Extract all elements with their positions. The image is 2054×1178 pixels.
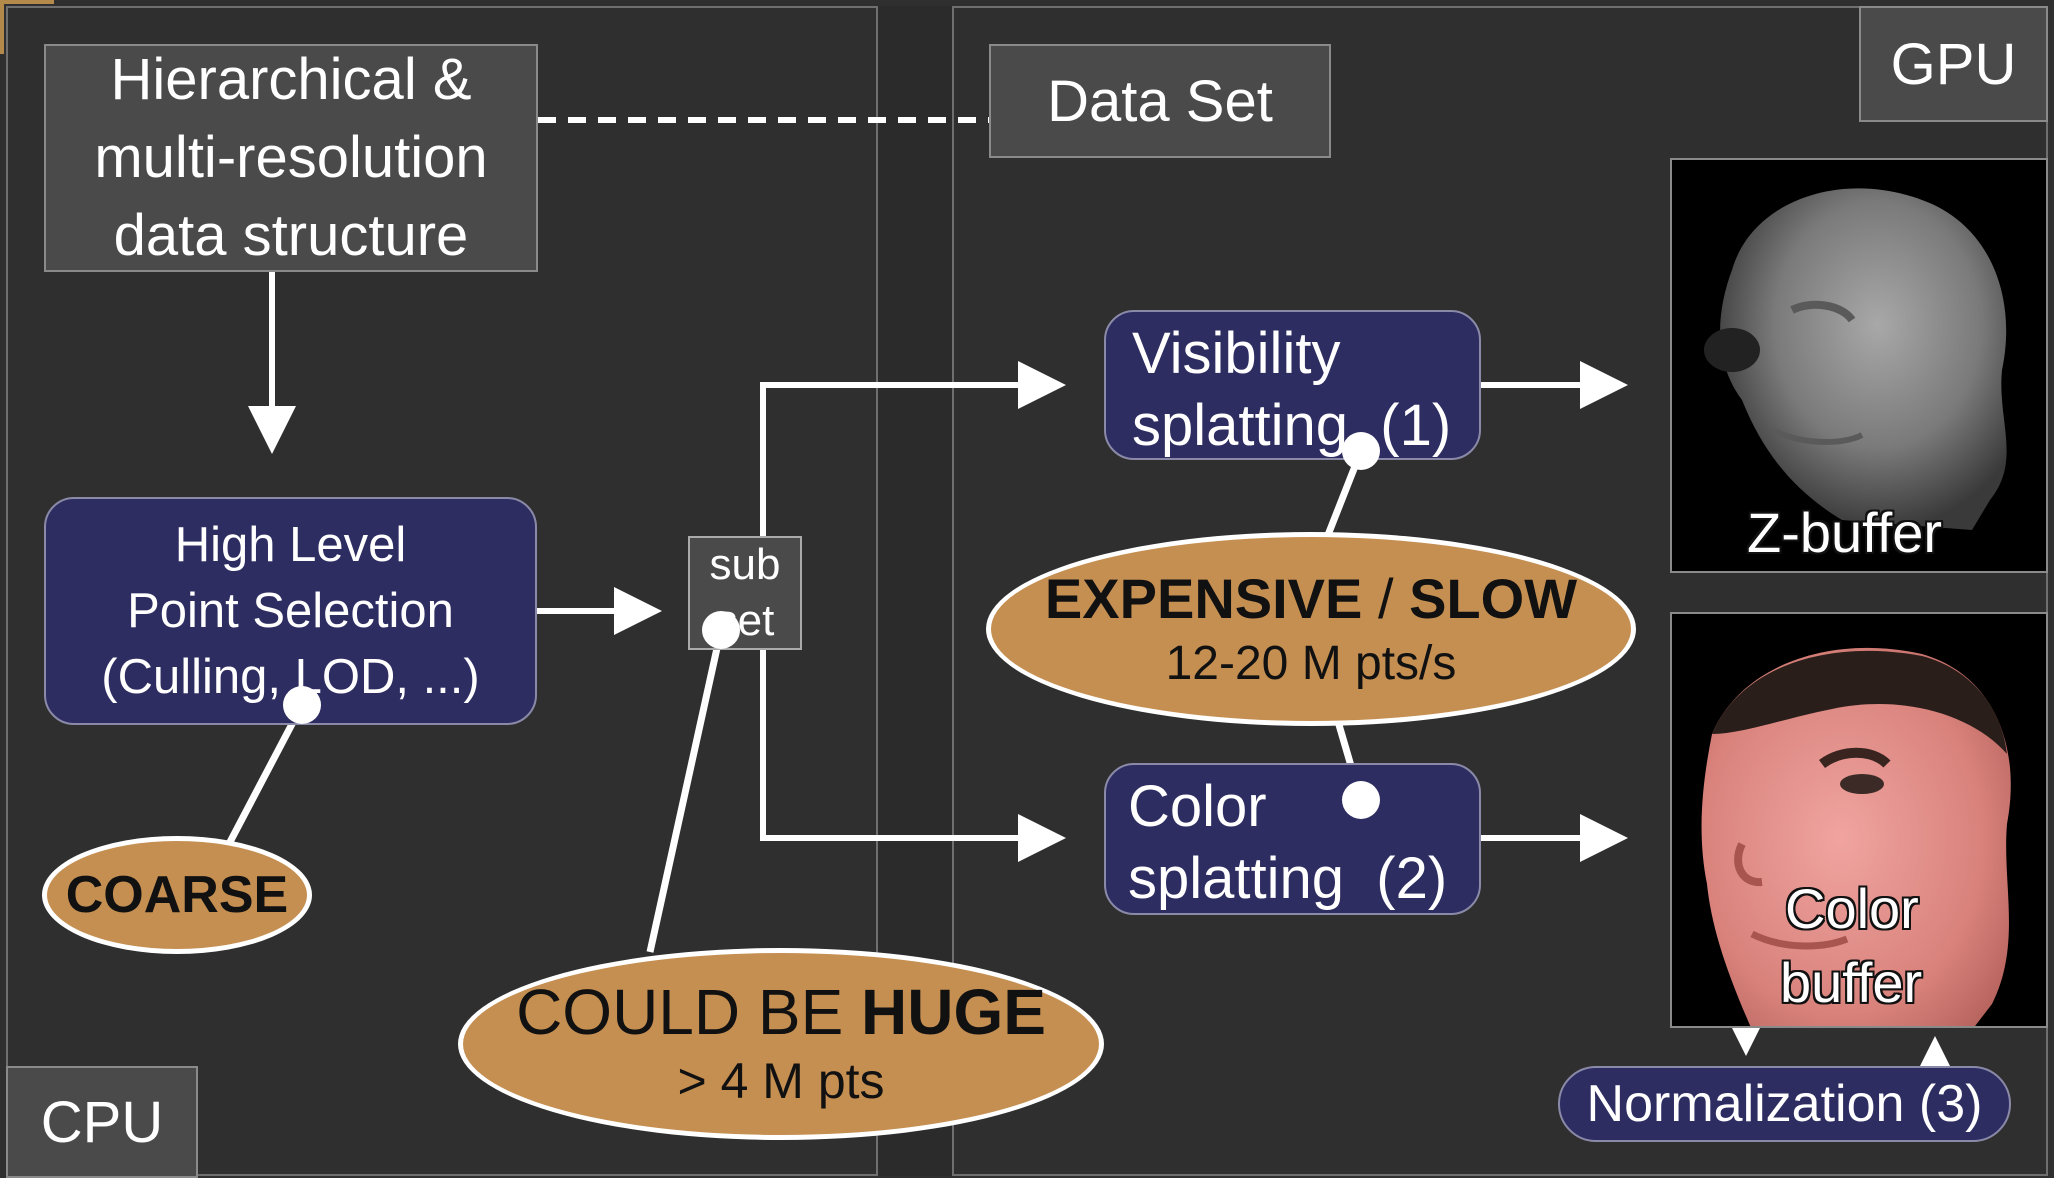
- data-set-box: Data Set: [989, 44, 1331, 158]
- expensive-subtitle: 12-20 M pts/s: [1165, 637, 1457, 690]
- color-head-image: [1701, 648, 2011, 1026]
- expensive-title: EXPENSIVE / SLOW: [1045, 564, 1577, 634]
- callout-dot-huge: [702, 611, 740, 649]
- callout-huge-line: [646, 629, 725, 953]
- arrow-subset-to-color: [760, 650, 1066, 862]
- coarse-label: COARSE: [65, 866, 289, 924]
- expensive-title-separator: /: [1362, 567, 1410, 630]
- corner-mark: [0, 0, 54, 54]
- color-splatting-box: Color splatting (2): [1104, 763, 1481, 915]
- data-structure-box: Hierarchical & multi-resolution data str…: [44, 44, 538, 272]
- normalization-box: Normalization (3): [1558, 1066, 2011, 1142]
- color-buffer-line-1: Color: [1785, 877, 1919, 940]
- callout-coarse-line: [226, 703, 306, 844]
- visibility-line-1: Visibility: [1132, 321, 1341, 386]
- huge-title: COULD BE HUGE: [516, 975, 1046, 1049]
- expensive-title-bold-1: EXPENSIVE: [1044, 567, 1363, 630]
- point-selection-box: High Level Point Selection (Culling, LOD…: [44, 497, 537, 725]
- callout-dot-color: [1342, 781, 1380, 819]
- depth-head-image: [1704, 188, 2007, 530]
- data-structure-line-3: data structure: [113, 203, 469, 268]
- cpu-label-box: CPU: [6, 1066, 198, 1178]
- z-buffer-label: Z-buffer: [1747, 501, 1943, 564]
- color-line-1: Color: [1128, 774, 1267, 839]
- arrow-subset-to-visibility: [760, 361, 1066, 536]
- cpu-label: CPU: [40, 1089, 164, 1155]
- point-selection-line-1: High Level: [174, 518, 407, 572]
- point-selection-line-2: Point Selection: [127, 584, 454, 638]
- subset-line-1: sub: [709, 540, 781, 589]
- huge-subtitle: > 4 M pts: [677, 1053, 885, 1109]
- z-buffer-panel: Z-buffer: [1670, 158, 2048, 573]
- huge-title-plain: COULD BE: [516, 976, 862, 1048]
- callout-dot-visibility: [1342, 432, 1380, 470]
- data-structure-line-1: Hierarchical &: [110, 47, 472, 112]
- color-buffer-panel: Color buffer: [1670, 612, 2048, 1028]
- huge-title-bold: HUGE: [861, 976, 1046, 1048]
- expensive-title-bold-2: SLOW: [1409, 567, 1578, 630]
- huge-oval: COULD BE HUGE > 4 M pts: [458, 948, 1104, 1140]
- callout-dot-coarse: [283, 686, 321, 724]
- gpu-label-box: GPU: [1859, 6, 2048, 122]
- coarse-oval: COARSE: [42, 836, 312, 954]
- data-set-label: Data Set: [1047, 68, 1273, 134]
- color-line-2: splatting (2): [1128, 846, 1448, 911]
- visibility-splatting-box: Visibility splatting (1): [1104, 310, 1481, 460]
- visibility-line-2: splatting (1): [1132, 393, 1452, 458]
- normalization-label: Normalization (3): [1586, 1075, 1983, 1133]
- gpu-label: GPU: [1890, 31, 2017, 97]
- data-structure-line-2: multi-resolution: [94, 125, 488, 190]
- color-buffer-line-2: buffer: [1780, 951, 1923, 1014]
- expensive-oval: EXPENSIVE / SLOW 12-20 M pts/s: [986, 532, 1636, 726]
